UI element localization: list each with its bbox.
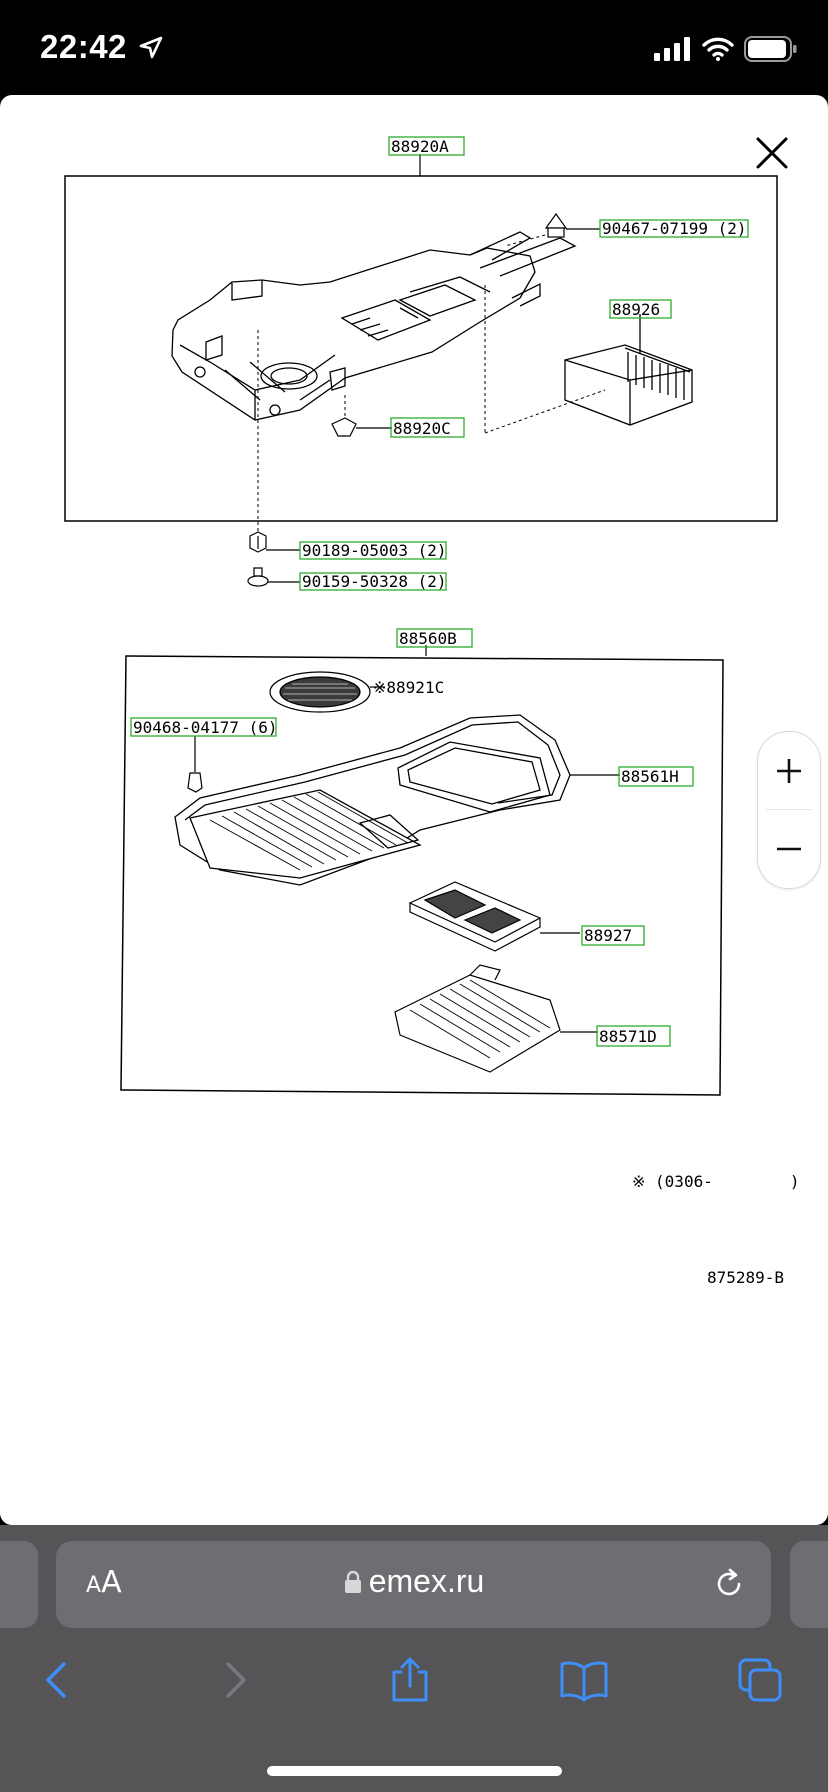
minus-icon [777,847,801,851]
screw-90189-drawing [249,531,300,553]
lamp-cover-88571D-drawing [394,964,598,1073]
address-bar[interactable]: AA emex.ru [56,1541,771,1628]
zoom-divider [766,809,812,810]
share-button[interactable] [380,1650,440,1710]
status-time: 22:42 [40,28,127,65]
location-arrow-icon [139,36,163,59]
label-90467[interactable]: 90467-07199 (2) [602,219,747,238]
label-88561H[interactable]: 88561H [621,767,679,786]
aa-small-letter: A [86,1573,102,1598]
label-88560B[interactable]: 88560B [399,629,457,648]
text-size-button[interactable]: AA [86,1565,122,1600]
lamp-lens-88927-drawing [408,881,580,952]
forward-button[interactable] [205,1650,265,1710]
aa-big-letter: A [101,1565,122,1600]
lamp-unit-88926-drawing [564,314,693,426]
screw-90159-drawing [247,567,300,587]
console-housing-drawing [171,231,577,421]
forward-icon [226,1662,246,1698]
label-88927[interactable]: 88927 [584,926,632,945]
bracket-88920C-drawing [331,417,392,437]
plus-icon [777,759,801,783]
back-button[interactable] [27,1650,87,1710]
zoom-in-button[interactable] [758,732,820,810]
previous-tab-peek[interactable] [0,1541,38,1628]
home-indicator[interactable] [267,1766,562,1776]
label-90468[interactable]: 90468-04177 (6) [133,718,278,737]
status-bar: 22:42 [0,0,828,95]
lower-group-frame [120,655,724,1096]
speaker-grille-88921C-drawing [269,671,385,713]
label-88926[interactable]: 88926 [612,300,660,319]
lock-icon [344,1570,361,1593]
tabs-icon [738,1658,782,1702]
bookmarks-icon [560,1661,608,1702]
label-90159[interactable]: 90159-50328 (2) [302,572,447,591]
clip-90467-drawing [544,212,600,238]
bookmarks-button[interactable] [554,1650,614,1710]
zoom-control [757,731,821,889]
label-90189[interactable]: 90189-05003 (2) [302,541,447,560]
zoom-out-button[interactable] [758,810,820,888]
wifi-icon [702,37,734,61]
label-88920C[interactable]: 88920C [393,419,451,438]
next-tab-peek[interactable] [790,1541,828,1628]
tabs-button[interactable] [730,1650,790,1710]
label-boxes [130,136,749,1047]
cellular-signal-icon [654,37,690,61]
reload-icon[interactable] [709,1564,749,1604]
console-cover-88561H-drawing [174,714,620,886]
back-icon [46,1662,66,1698]
url-text: emex.ru [368,1563,485,1599]
url-display[interactable]: emex.ru [56,1563,771,1602]
clip-90468-drawing [187,736,203,793]
production-note: ※ (0306- ) [632,1172,800,1191]
status-icons [654,36,798,62]
label-88571D[interactable]: 88571D [599,1027,657,1046]
upper-group-frame [64,175,778,522]
label-88920A[interactable]: 88920A [391,137,449,156]
close-icon[interactable] [752,133,792,173]
label-88921C[interactable]: ※88921C [373,678,444,697]
diagram-code: 875289-B [707,1268,784,1287]
battery-icon [744,36,797,62]
share-icon [392,1657,428,1702]
browser-toolbar [0,1640,828,1720]
parts-diagram: 88920A 90467-07199 (2) 88926 88920C 9018… [64,136,800,1287]
